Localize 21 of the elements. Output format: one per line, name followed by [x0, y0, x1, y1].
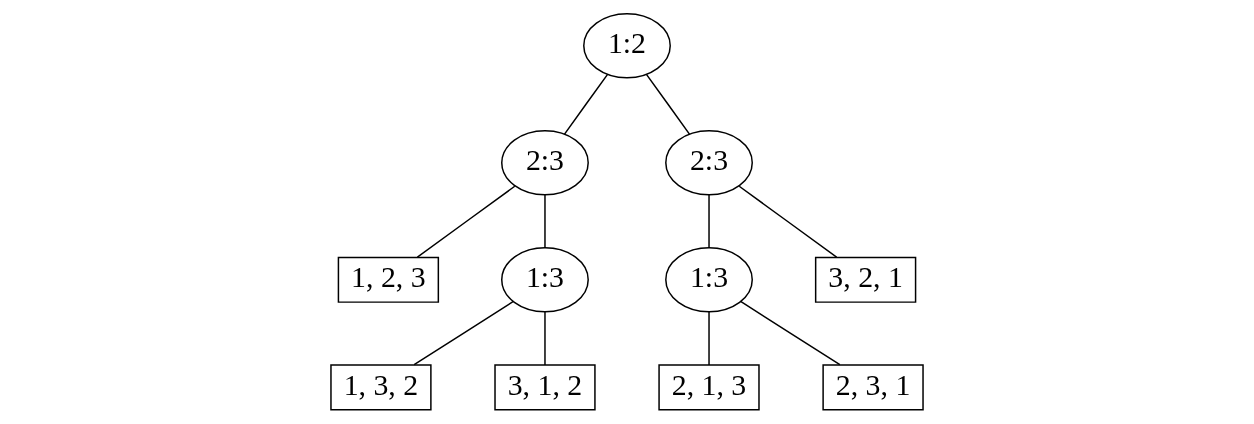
- connector: [416, 185, 516, 258]
- node-ellipse: 1:3: [501, 247, 589, 313]
- node-ellipse: 2:3: [665, 130, 753, 196]
- node-box: 3, 1, 2: [494, 364, 596, 411]
- connector: [563, 73, 609, 135]
- connector: [645, 73, 691, 135]
- node-box: 3, 2, 1: [814, 256, 917, 303]
- connector: [738, 185, 838, 258]
- connector: [413, 300, 515, 366]
- connector: [708, 194, 710, 249]
- node-ellipse: 1:3: [665, 247, 753, 313]
- node-ellipse: 2:3: [501, 130, 589, 196]
- connector: [739, 300, 841, 366]
- node-ellipse: 1:2: [583, 13, 671, 79]
- node-box: 2, 3, 1: [822, 364, 924, 411]
- node-box: 1, 3, 2: [330, 364, 432, 411]
- connector: [544, 310, 546, 366]
- node-box: 2, 1, 3: [658, 364, 760, 411]
- node-box: 1, 2, 3: [337, 256, 440, 303]
- connector: [544, 194, 546, 249]
- connector: [708, 310, 710, 366]
